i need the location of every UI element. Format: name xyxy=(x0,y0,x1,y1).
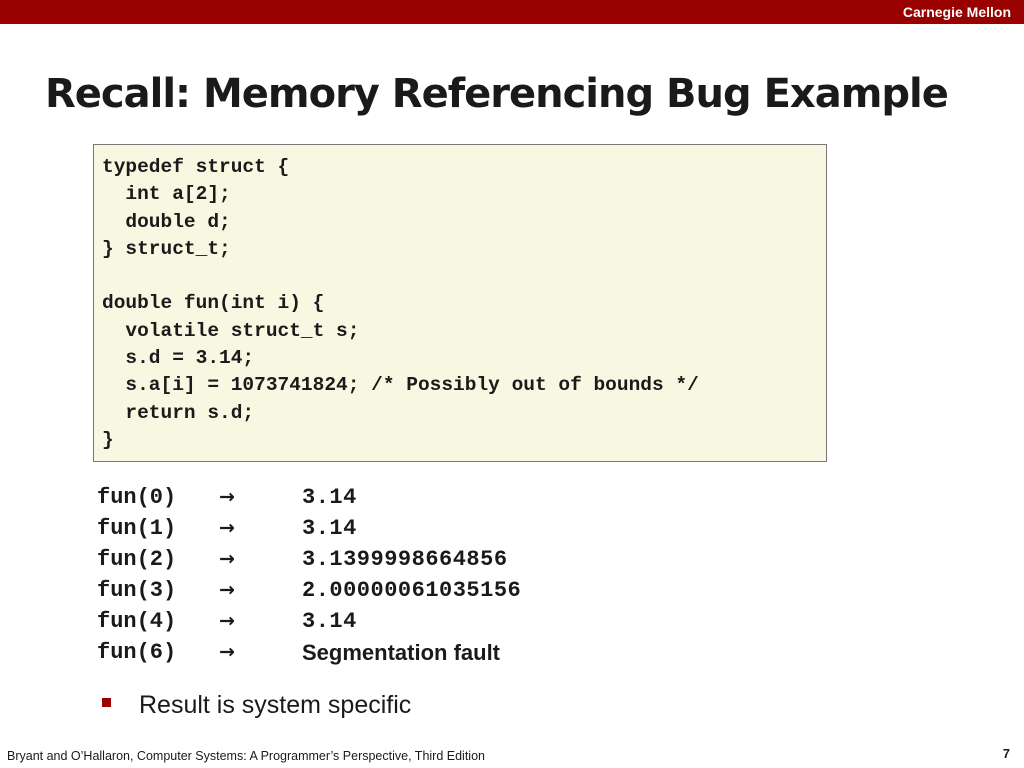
code-line: volatile struct_t s; xyxy=(102,319,360,342)
code-line: typedef struct { xyxy=(102,156,290,178)
function-call: fun(3) xyxy=(97,578,177,603)
header-bar: Carnegie Mellon xyxy=(0,0,1024,24)
code-line: double d; xyxy=(102,210,231,233)
result-value: 3.1399998664856 xyxy=(302,547,508,572)
arrow-icon: → xyxy=(219,548,235,570)
function-call: fun(1) xyxy=(97,516,177,541)
result-value: 3.14 xyxy=(302,609,357,634)
function-call: fun(0) xyxy=(97,485,177,510)
result-value-segfault: Segmentation fault xyxy=(302,640,501,665)
arrow-icon: → xyxy=(219,517,235,539)
result-value: 3.14 xyxy=(302,516,357,541)
code-line: return s.d; xyxy=(102,401,255,424)
result-row: fun(2) → 3.1399998664856 xyxy=(97,544,797,575)
arrow-icon: → xyxy=(219,641,235,663)
result-row: fun(0) → 3.14 xyxy=(97,482,797,513)
arrow-icon: → xyxy=(219,579,235,601)
page-number: 7 xyxy=(1002,746,1010,761)
code-line: double fun(int i) { xyxy=(102,292,325,315)
code-line: s.d = 3.14; xyxy=(102,347,255,370)
bullet-item: Result is system specific xyxy=(100,688,600,722)
square-bullet-icon xyxy=(102,698,111,707)
result-value: 2.00000061035156 xyxy=(302,578,522,603)
footer-citation: Bryant and O’Hallaron, Computer Systems:… xyxy=(7,749,485,763)
brand-logo-text: Carnegie Mellon xyxy=(902,4,1011,20)
code-line: } xyxy=(102,428,114,451)
bullet-text: Result is system specific xyxy=(139,691,412,719)
result-row: fun(3) → 2.00000061035156 xyxy=(97,575,797,606)
function-call: fun(4) xyxy=(97,609,177,634)
code-line: s.a[i] = 1073741824; /* Possibly out of … xyxy=(102,374,699,397)
result-row: fun(1) → 3.14 xyxy=(97,513,797,544)
results-list: fun(0) → 3.14 fun(1) → 3.14 fun(2) → 3.1… xyxy=(97,482,797,668)
slide-title: Recall: Memory Referencing Bug Example xyxy=(45,71,949,117)
code-listing: typedef struct { int a[2]; double d; } s… xyxy=(102,154,699,454)
arrow-icon: → xyxy=(219,610,235,632)
result-row: fun(6) → Segmentation fault xyxy=(97,637,797,668)
arrow-icon: → xyxy=(219,486,235,508)
result-row: fun(4) → 3.14 xyxy=(97,606,797,637)
function-call: fun(2) xyxy=(97,547,177,572)
code-line: } struct_t; xyxy=(102,237,231,260)
result-value: 3.14 xyxy=(302,485,357,510)
function-call: fun(6) xyxy=(97,640,177,665)
code-line: int a[2]; xyxy=(102,183,231,206)
code-block: typedef struct { int a[2]; double d; } s… xyxy=(93,144,827,462)
